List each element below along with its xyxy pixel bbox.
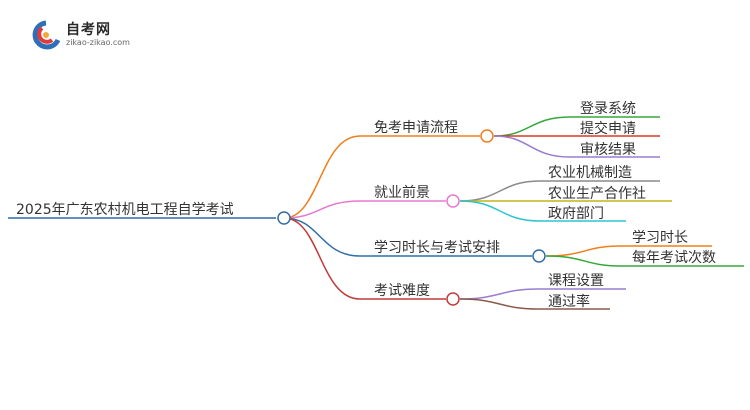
branch-connector — [283, 217, 446, 300]
logo-brand: 自考网 — [66, 22, 111, 38]
branch-node[interactable] — [446, 194, 460, 208]
leaf-connector — [545, 245, 712, 257]
leaf-label: 学习时长 — [632, 230, 688, 246]
branch-node[interactable] — [446, 292, 460, 306]
branch-connector — [283, 217, 532, 257]
branch-label: 学习时长与考试安排 — [374, 240, 500, 256]
logo-url: zikao-zikao.com — [66, 38, 130, 47]
leaf-label: 政府部门 — [548, 206, 604, 222]
branch-label: 免考申请流程 — [374, 120, 458, 136]
leaf-connector — [459, 298, 610, 310]
leaf-label: 农业生产合作社 — [548, 186, 646, 202]
leaf-label: 审核结果 — [580, 142, 636, 158]
branch-connector — [283, 200, 446, 219]
branch-node[interactable] — [532, 249, 546, 263]
logo-icon — [32, 20, 61, 50]
leaf-connector — [545, 255, 744, 267]
leaf-connector — [459, 200, 626, 222]
leaf-connector — [459, 288, 626, 300]
leaf-label: 登录系统 — [580, 101, 636, 117]
leaf-label: 课程设置 — [548, 273, 604, 289]
leaf-label: 提交申请 — [580, 120, 636, 137]
leaf-connector — [493, 116, 660, 137]
logo: 自考网 zikao-zikao.com — [28, 18, 148, 52]
leaf-connector — [493, 135, 660, 158]
root-label: 2025年广东农村机电工程自学考试 — [16, 202, 234, 218]
branch-node[interactable] — [480, 129, 494, 143]
leaf-label: 每年考试次数 — [632, 250, 716, 266]
leaf-label: 农业机械制造 — [548, 165, 632, 181]
branch-label: 就业前景 — [374, 184, 430, 201]
branch-label: 考试难度 — [374, 283, 430, 299]
branch-connector — [283, 135, 480, 219]
root-node[interactable] — [277, 211, 291, 225]
leaf-connector — [459, 180, 660, 202]
leaf-label: 通过率 — [548, 293, 590, 310]
